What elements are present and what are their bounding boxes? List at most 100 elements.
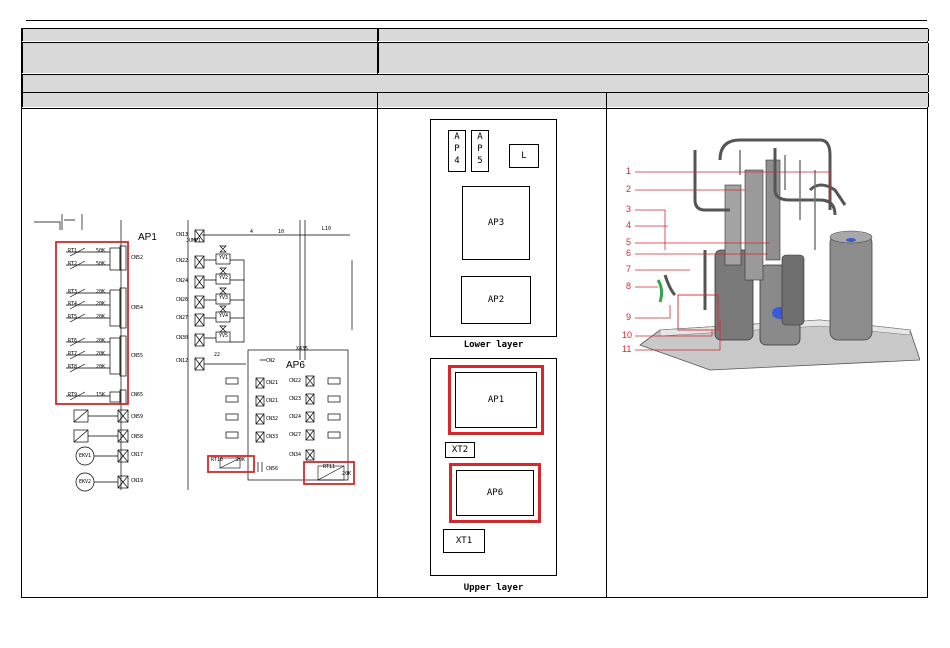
callout-number: 8 [626, 281, 632, 291]
section-band [22, 75, 929, 92]
col-divider-1 [377, 93, 378, 598]
connector-label: CN21 [266, 380, 279, 386]
ap3-box: AP3 [462, 186, 530, 260]
sensor-label: RT8 [68, 364, 78, 370]
connector-label: CN22 [289, 378, 302, 384]
col-divider-top [377, 29, 378, 74]
connector-label: CN19 [131, 478, 144, 484]
connector-label: CN55 [131, 353, 144, 359]
sensor-label: RT9 [68, 392, 78, 398]
callout-number: 9 [626, 312, 632, 322]
sensor-value: 20K [96, 338, 106, 344]
ap4-char: P [454, 144, 460, 154]
connector-label: CN24 [289, 414, 302, 420]
x435-label: X435 [296, 346, 309, 352]
xt2-box: XT2 [445, 442, 475, 458]
misc-22: 22 [214, 352, 221, 358]
callout-number: 11 [622, 344, 632, 354]
sensor-value: 50K [96, 261, 106, 267]
valve-label: YV3 [219, 295, 229, 301]
connector-label: CN34 [289, 452, 302, 458]
sensor-label: RT3 [68, 289, 78, 295]
xt1-box: XT1 [443, 529, 485, 553]
connector-label: CN26 [176, 297, 189, 303]
callout-number: 5 [626, 237, 632, 247]
eev-label: EKV2 [79, 479, 92, 485]
sensor-label: RT1 [68, 248, 78, 254]
connector-label: CN30 [176, 335, 189, 341]
table-frame [21, 28, 928, 598]
ap6-box: AP6 [449, 463, 541, 523]
ap1-box: AP1 [448, 365, 544, 435]
rt11-label: RT11 [323, 464, 336, 470]
header-cell-2 [378, 29, 929, 41]
header-cell-1 [22, 29, 378, 41]
l10-label: L10 [322, 226, 332, 232]
connector-label: CN65 [131, 392, 144, 398]
cn56-label: CN56 [266, 466, 279, 472]
callout-number: 7 [626, 264, 632, 274]
row-divider-4 [22, 108, 928, 109]
connector-label: CN23 [289, 396, 302, 402]
connector-label: CN21 [266, 398, 279, 404]
eev-label: EKV1 [79, 453, 92, 459]
row-divider-2 [22, 74, 928, 75]
rt10-label: RT10 [211, 457, 224, 463]
connector-label: CN32 [266, 416, 279, 422]
header-cell-4 [378, 43, 929, 73]
callout-number: 1 [626, 166, 632, 176]
ap4-char: A [454, 132, 460, 142]
connector-label: CN52 [131, 255, 144, 261]
row-divider-1 [22, 42, 928, 43]
connector-label: CN13 [176, 232, 189, 238]
sensor-value: 20K [96, 364, 106, 370]
column-header-band [22, 93, 929, 107]
top-rule [26, 20, 927, 21]
connector-label: CN24 [176, 278, 189, 284]
unit-illustration [635, 138, 920, 371]
sensor-value: 20K [96, 289, 106, 295]
sensor-label: RT6 [68, 338, 78, 344]
valve-label: YV4 [219, 313, 229, 319]
callout-number: 10 [622, 330, 633, 340]
sensor-value: 20K [96, 351, 106, 357]
ap2-box: AP2 [461, 276, 531, 324]
sensor-label: RT7 [68, 351, 78, 357]
connector-label: CN54 [131, 305, 144, 311]
sensor-value: 50K [96, 248, 106, 254]
upper-layer-caption: Upper layer [463, 583, 524, 593]
cn2-label: CN2 [266, 358, 276, 364]
connector-label: CN58 [131, 434, 144, 440]
ap6-label: AP6 [286, 360, 305, 371]
callout-number: 4 [626, 220, 632, 230]
sensor-label: RT4 [68, 301, 78, 307]
callout-number: 2 [626, 184, 632, 194]
connector-label: CN33 [266, 434, 279, 440]
ap4-char: 4 [454, 156, 460, 166]
connector-label: CN22 [176, 258, 189, 264]
valve-label: YV2 [219, 275, 229, 281]
misc-10: 10 [278, 229, 285, 235]
sensor-label: RT2 [68, 261, 78, 267]
connector-label: CN12 [176, 358, 189, 364]
wiring-schematic [34, 214, 355, 492]
connector-label: CN59 [131, 414, 144, 420]
lower-layer-panel: A P 4 A P 5 L AP3 AP2 [430, 119, 557, 337]
connector-label: CN17 [131, 452, 144, 458]
sensor-label: RT5 [68, 314, 78, 320]
callout-number: 6 [626, 248, 632, 258]
ap5-box: A P 5 [471, 130, 489, 172]
valve-label: YV1 [219, 255, 229, 261]
upper-layer-panel: AP1 XT2 AP6 XT1 [430, 358, 557, 576]
sensor-value: 20K [96, 314, 106, 320]
col-divider-2 [606, 93, 607, 598]
rt10-value: 20K [236, 457, 246, 463]
row-divider-3 [22, 92, 928, 93]
callout-number: 3 [626, 204, 632, 214]
ap6-inner-box: AP6 [456, 470, 534, 516]
valve-label: YV5 [219, 333, 229, 339]
sensor-value: 15K [96, 392, 106, 398]
misc-4: 4 [250, 229, 254, 235]
rt11-value: 20K [342, 471, 352, 477]
connector-label: CN27 [289, 432, 302, 438]
